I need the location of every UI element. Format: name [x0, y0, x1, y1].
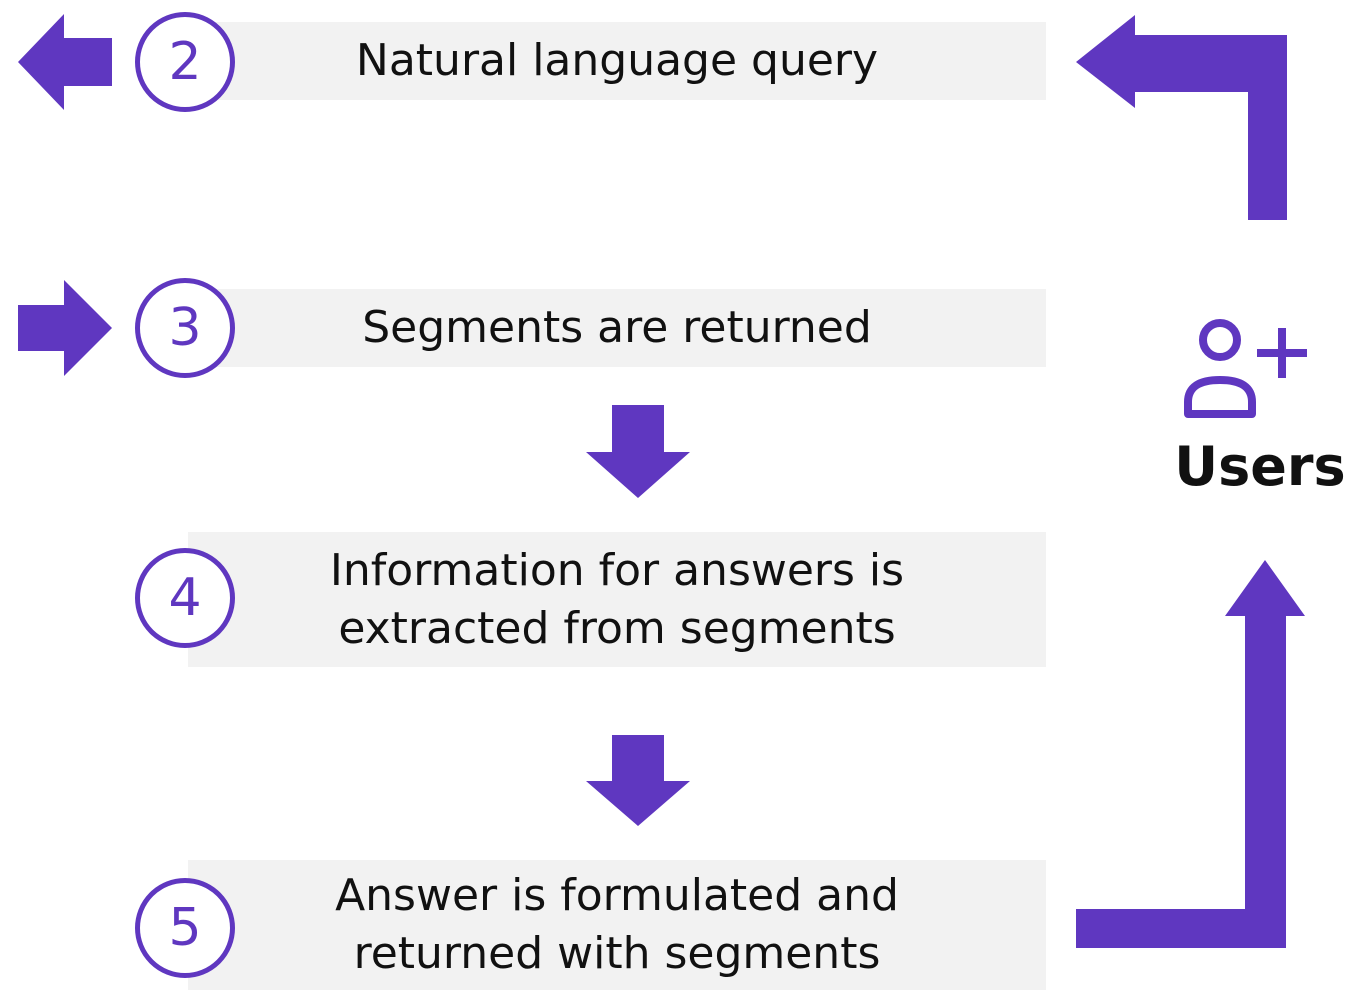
users-label: Users [1174, 435, 1346, 498]
step-5-box: Answer is formulated and returned with s… [188, 860, 1046, 990]
arrow-down-icon [586, 735, 690, 826]
step-2-box: Natural language query [188, 22, 1046, 100]
arrow-down-icon [586, 405, 690, 498]
step-2-number-badge: 2 [135, 12, 235, 112]
step-2-text: Natural language query [355, 35, 879, 86]
elbow-arrow-to-users-icon [1076, 560, 1305, 948]
arrow-left-out-icon [18, 14, 112, 110]
step-4-number-badge: 4 [135, 548, 235, 648]
step-4-box: Information for answers is extracted fro… [188, 532, 1046, 667]
user-plus-icon [1184, 319, 1307, 418]
step-5-number-badge: 5 [135, 878, 235, 978]
elbow-arrow-to-query-icon [1076, 15, 1287, 220]
arrow-right-in-icon [18, 280, 112, 376]
step-3-box: Segments are returned [188, 289, 1046, 367]
step-5-text: Answer is formulated and returned with s… [335, 870, 899, 979]
step-3-number-badge: 3 [135, 278, 235, 378]
step-3-text: Segments are returned [362, 302, 872, 353]
step-4-text: Information for answers is extracted fro… [329, 544, 905, 654]
